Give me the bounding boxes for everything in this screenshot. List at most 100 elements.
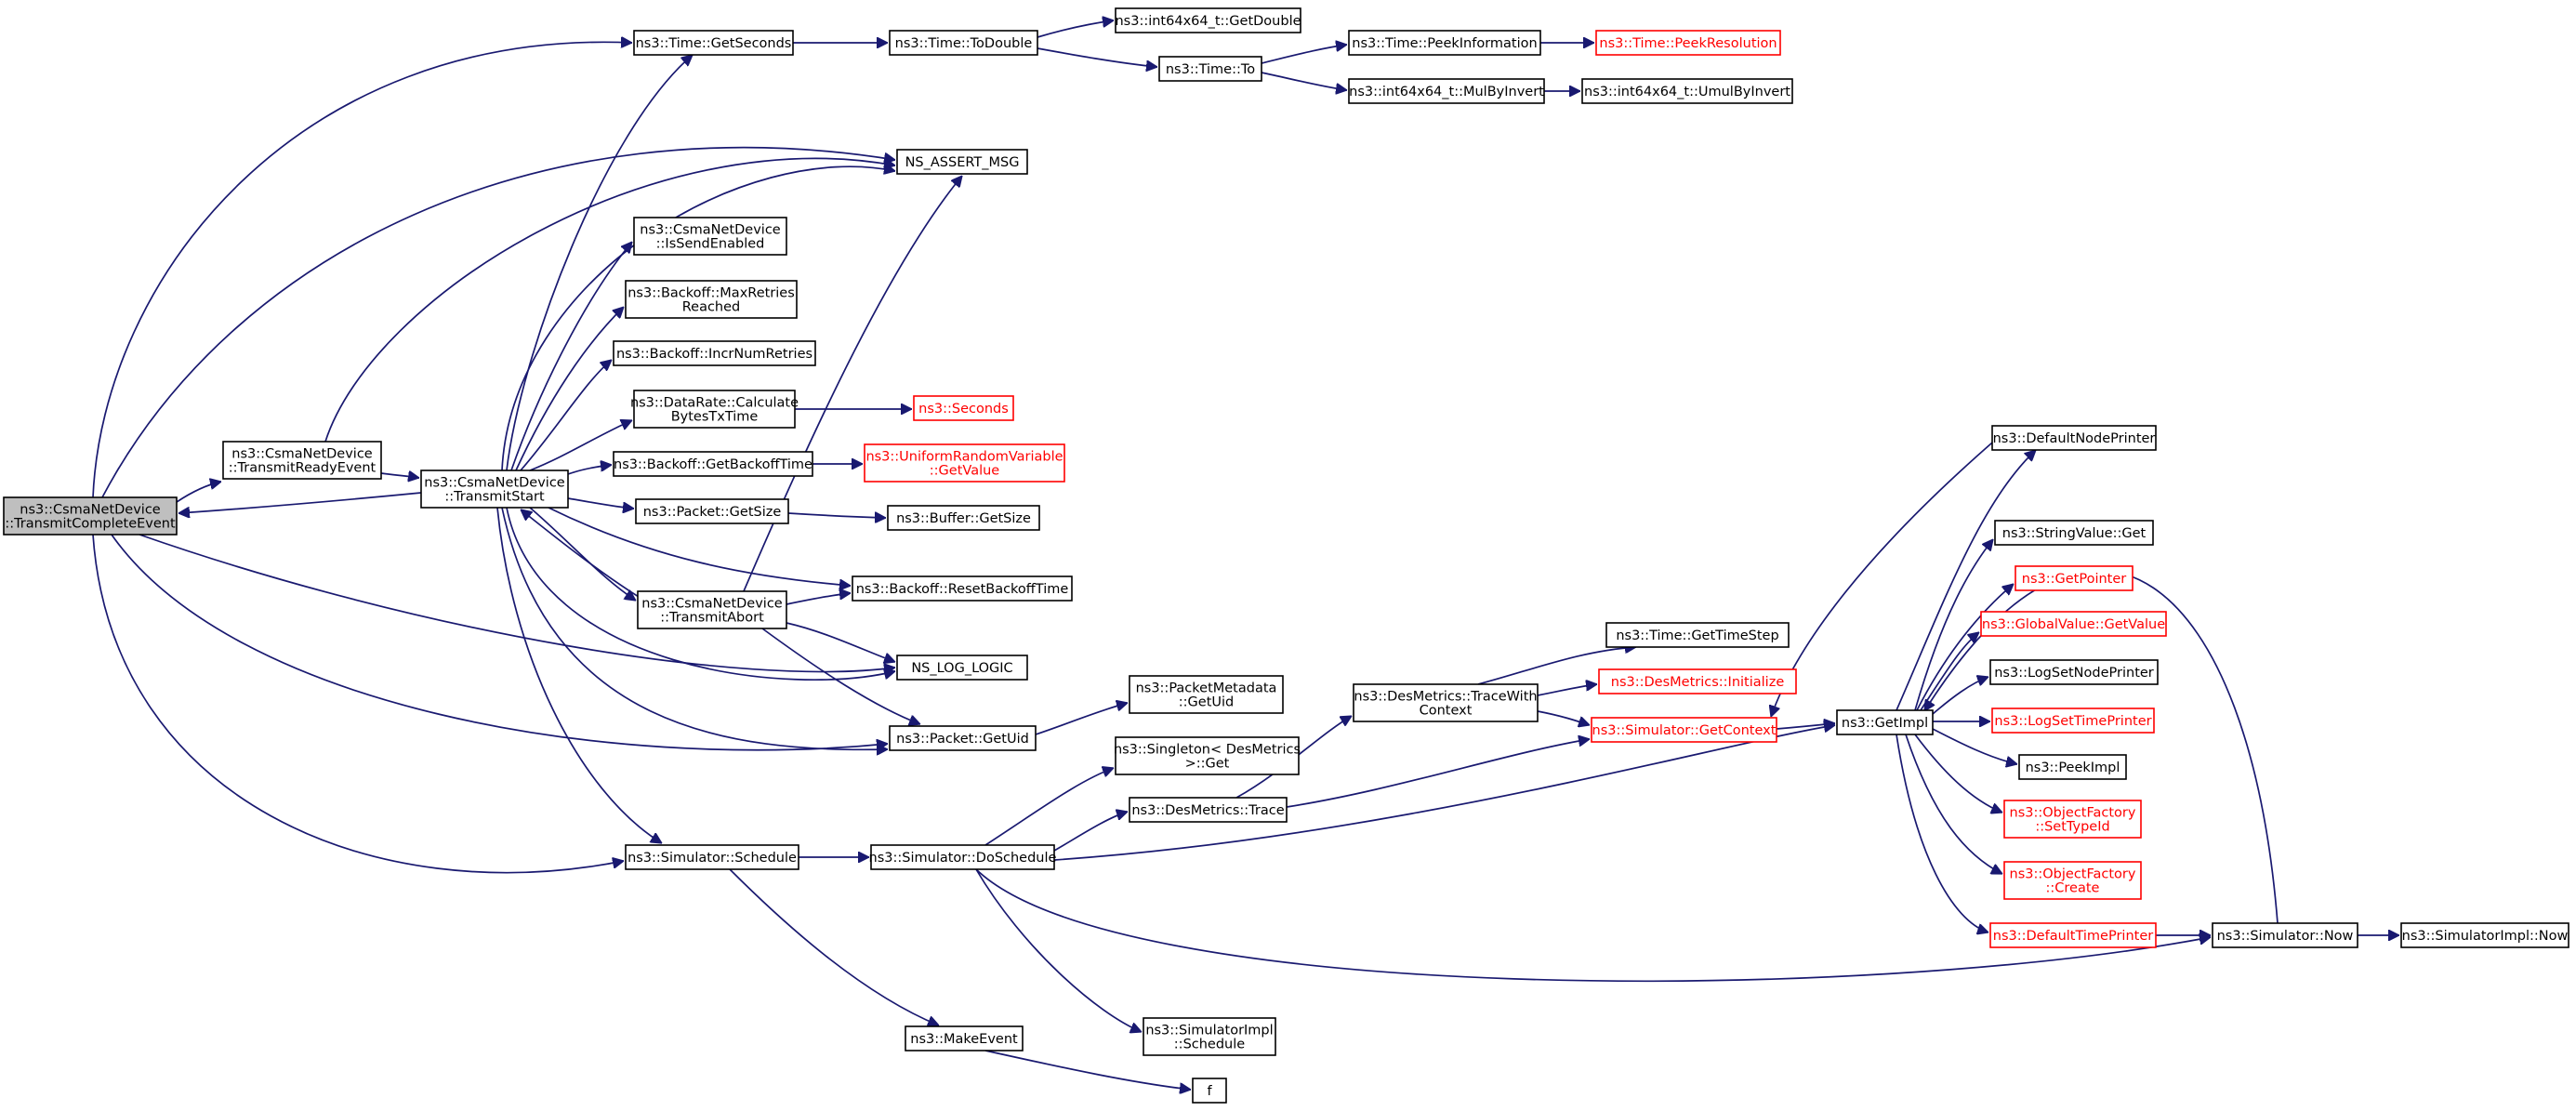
node-schedule[interactable]: ns3::Simulator::Schedule xyxy=(625,844,799,870)
edge-pktGetUid-to-metaGetUid xyxy=(1035,703,1128,735)
node-singletonGet[interactable]: ns3::Singleton< DesMetrics>::Get xyxy=(1114,736,1301,775)
node-strValueGet[interactable]: ns3::StringValue::Get xyxy=(1994,520,2154,546)
node-getTimeStep[interactable]: ns3::Time::GetTimeStep xyxy=(1605,622,1790,648)
node-label: ::GetUid xyxy=(1179,695,1234,710)
edge-transmitStart-to-calcBytes xyxy=(529,420,632,471)
edge-transmitStart-to-incrRetries xyxy=(520,360,612,471)
node-label: ns3::Time::GetSeconds xyxy=(636,36,792,51)
node-getSeconds[interactable]: ns3::Time::GetSeconds xyxy=(633,30,794,56)
node-ofCreate[interactable]: ns3::ObjectFactory::Create xyxy=(2003,861,2142,900)
node-getBackoff[interactable]: ns3::Backoff::GetBackoffTime xyxy=(613,451,813,477)
edge-getImpl-to-ofCreate xyxy=(1905,734,2002,875)
node-logSetTime[interactable]: ns3::LogSetTimePrinter xyxy=(1991,708,2155,734)
node-label: ns3::CsmaNetDevice xyxy=(641,597,783,612)
node-label: ns3::SimulatorImpl xyxy=(1145,1024,1273,1038)
node-resetBackoff[interactable]: ns3::Backoff::ResetBackoffTime xyxy=(852,575,1073,602)
node-pktGetSize[interactable]: ns3::Packet::GetSize xyxy=(635,498,789,524)
node-readyEvent[interactable]: ns3::CsmaNetDevice::TransmitReadyEvent xyxy=(222,441,382,480)
node-peekRes[interactable]: ns3::Time::PeekResolution xyxy=(1595,30,1781,56)
node-implNow[interactable]: ns3::SimulatorImpl::Now xyxy=(2400,922,2569,948)
node-transmitStart[interactable]: ns3::CsmaNetDevice::TransmitStart xyxy=(420,470,569,509)
node-desTrace[interactable]: ns3::DesMetrics::Trace xyxy=(1129,797,1288,823)
node-label: BytesTxTime xyxy=(671,410,759,425)
node-label: ns3::int64x64_t::MulByInvert xyxy=(1349,85,1544,99)
node-seconds[interactable]: ns3::Seconds xyxy=(913,395,1014,421)
node-label: ns3::Time::PeekInformation xyxy=(1352,36,1537,51)
edge-desTrace-to-traceWithCtx xyxy=(1235,715,1352,799)
node-ofSetTypeId[interactable]: ns3::ObjectFactory::SetTypeId xyxy=(2003,800,2142,839)
edge-toDouble-to-getDouble xyxy=(1037,20,1114,38)
node-label: ns3::ObjectFactory xyxy=(2010,867,2136,882)
edge-makeEvent-to-f xyxy=(984,1050,1191,1090)
node-label: ns3::Time::PeekResolution xyxy=(1599,36,1777,51)
node-box xyxy=(896,149,1028,175)
node-makeEvent[interactable]: ns3::MakeEvent xyxy=(905,1025,1024,1051)
node-isSendEnabled[interactable]: ns3::CsmaNetDevice::IsSendEnabled xyxy=(633,217,787,256)
node-doSchedule[interactable]: ns3::Simulator::DoSchedule xyxy=(869,844,1057,870)
node-umulByInvert[interactable]: ns3::int64x64_t::UmulByInvert xyxy=(1581,78,1793,104)
node-root[interactable]: ns3::CsmaNetDevice::TransmitCompleteEven… xyxy=(3,496,178,536)
node-globalGet[interactable]: ns3::GlobalValue::GetValue xyxy=(1980,611,2167,637)
edge-transmitStart-to-transmitAbort xyxy=(529,507,636,601)
node-getContext[interactable]: ns3::Simulator::GetContext xyxy=(1591,717,1777,743)
node-label: ns3::Buffer::GetSize xyxy=(896,511,1031,526)
node-metaGetUid[interactable]: ns3::PacketMetadata::GetUid xyxy=(1129,675,1284,714)
edge-transmitStart-to-getSeconds xyxy=(506,55,693,471)
node-f[interactable]: f xyxy=(1192,1078,1227,1104)
node-box xyxy=(1598,668,1797,694)
node-implSchedule[interactable]: ns3::SimulatorImpl::Schedule xyxy=(1143,1017,1276,1056)
node-getPointer[interactable]: ns3::GetPointer xyxy=(2015,565,2133,591)
node-logSetNode[interactable]: ns3::LogSetNodePrinter xyxy=(1989,659,2159,685)
node-box xyxy=(2018,754,2127,780)
edge-toDouble-to-timeTo xyxy=(1037,47,1157,67)
edge-getImpl-to-getContext xyxy=(1771,436,2000,717)
node-label: ns3::Singleton< DesMetrics xyxy=(1114,743,1301,758)
edge-timeTo-to-mulByInvert xyxy=(1261,72,1347,90)
node-transmitAbort[interactable]: ns3::CsmaNetDevice::TransmitAbort xyxy=(637,590,787,629)
node-box xyxy=(1991,708,2155,734)
edge-transmitStart-to-getBackoff xyxy=(567,465,612,475)
node-desInit[interactable]: ns3::DesMetrics::Initialize xyxy=(1598,668,1797,694)
node-label: Context xyxy=(1420,704,1473,719)
node-defNodePrinter[interactable]: ns3::DefaultNodePrinter xyxy=(1991,425,2157,451)
node-label: ns3::Packet::GetUid xyxy=(896,732,1029,747)
edge-traceWithCtx-to-getContext xyxy=(1537,710,1590,725)
edge-getContext-to-getImpl xyxy=(1776,723,1835,729)
node-peekImpl[interactable]: ns3::PeekImpl xyxy=(2018,754,2127,780)
node-box xyxy=(1348,30,1541,56)
node-uniformGet[interactable]: ns3::UniformRandomVariable::GetValue xyxy=(864,443,1065,483)
node-toDouble[interactable]: ns3::Time::ToDouble xyxy=(889,30,1038,56)
node-box xyxy=(613,340,816,366)
node-label: ns3::Simulator::GetContext xyxy=(1592,723,1777,738)
node-label: >::Get xyxy=(1185,757,1230,772)
node-mulByInvert[interactable]: ns3::int64x64_t::MulByInvert xyxy=(1348,78,1545,104)
node-label: ns3::LogSetNodePrinter xyxy=(1994,666,2154,681)
node-peekInfo[interactable]: ns3::Time::PeekInformation xyxy=(1348,30,1541,56)
node-box xyxy=(889,30,1038,56)
edge-transmitStart-to-pktGetUid xyxy=(501,507,888,749)
edge-doSchedule-to-desTrace xyxy=(1053,812,1128,852)
node-assertMsg[interactable]: NS_ASSERT_MSG xyxy=(896,149,1028,175)
node-box xyxy=(625,280,798,319)
edge-root-to-schedule xyxy=(92,534,624,874)
node-getDouble[interactable]: ns3::int64x64_t::GetDouble xyxy=(1115,7,1301,33)
edge-root-to-readyEvent xyxy=(176,482,221,503)
node-defTimePrinter[interactable]: ns3::DefaultTimePrinter xyxy=(1989,922,2157,948)
node-label: NS_LOG_LOGIC xyxy=(911,661,1012,676)
node-label: ns3::Seconds xyxy=(918,402,1009,417)
node-simNow[interactable]: ns3::Simulator::Now xyxy=(2212,922,2358,948)
node-logLogic[interactable]: NS_LOG_LOGIC xyxy=(896,655,1028,681)
node-bufGetSize[interactable]: ns3::Buffer::GetSize xyxy=(887,505,1040,531)
node-box xyxy=(2400,922,2569,948)
edge-schedule-to-makeEvent xyxy=(729,868,939,1025)
node-incrRetries[interactable]: ns3::Backoff::IncrNumRetries xyxy=(613,340,816,366)
node-timeTo[interactable]: ns3::Time::To xyxy=(1158,56,1262,82)
node-getImpl[interactable]: ns3::GetImpl xyxy=(1836,709,1934,735)
edge-layer xyxy=(92,20,2399,1090)
node-pktGetUid[interactable]: ns3::Packet::GetUid xyxy=(889,725,1037,751)
node-box xyxy=(625,844,799,870)
edge-getImpl-to-ofSetTypeId xyxy=(1914,734,2002,813)
